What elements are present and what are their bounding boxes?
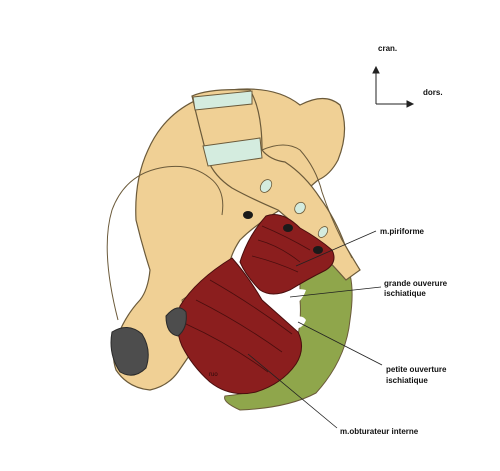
label-lesser-sciatic-1: petite ouverture: [386, 365, 447, 374]
sacral-foramen-3: [317, 226, 329, 238]
label-greater-sciatic-1: grande ouverure: [384, 279, 448, 288]
label-piriformis: m.piriforme: [380, 227, 425, 236]
dorsal-arrowhead: [406, 100, 415, 108]
sacral-foramen-1: [259, 179, 273, 193]
pubic-tip: [165, 307, 187, 337]
leader-lesser-sciatic: [297, 321, 383, 366]
piriformis-muscle: [239, 214, 335, 295]
sacrum: [191, 89, 361, 281]
leader-piriformis: [295, 230, 377, 267]
label-greater-sciatic-2: ischiatique: [384, 289, 426, 298]
cranial-arrowhead: [372, 65, 380, 74]
muscle-mark: ruo: [209, 372, 218, 378]
foramen-dot-2: [283, 224, 293, 232]
intervertebral-disc-2: [202, 137, 263, 167]
label-lesser-sciatic-2: ischiatique: [386, 376, 428, 385]
orientation-axes: [372, 65, 415, 108]
foramen-dot-1: [243, 211, 253, 219]
obturator-fibers: [185, 279, 293, 373]
piriformis-fibers: [251, 225, 311, 273]
foramen-dot-3: [313, 246, 323, 254]
leader-obturator: [247, 353, 338, 429]
iliac-fossa-line: [106, 165, 224, 321]
leader-greater-sciatic: [289, 286, 382, 298]
cranial-label: cran.: [378, 44, 397, 53]
greater-sciatic-opening: [272, 289, 306, 309]
sacral-foramen-2: [294, 201, 306, 215]
intervertebral-disc-1: [192, 90, 253, 111]
leader-lines: [247, 230, 383, 429]
dorsal-label: dors.: [423, 88, 443, 97]
label-obturator: m.obturateur interne: [340, 427, 419, 436]
sacral-crest: [261, 144, 353, 259]
ischial-tuberosity: [110, 327, 149, 376]
